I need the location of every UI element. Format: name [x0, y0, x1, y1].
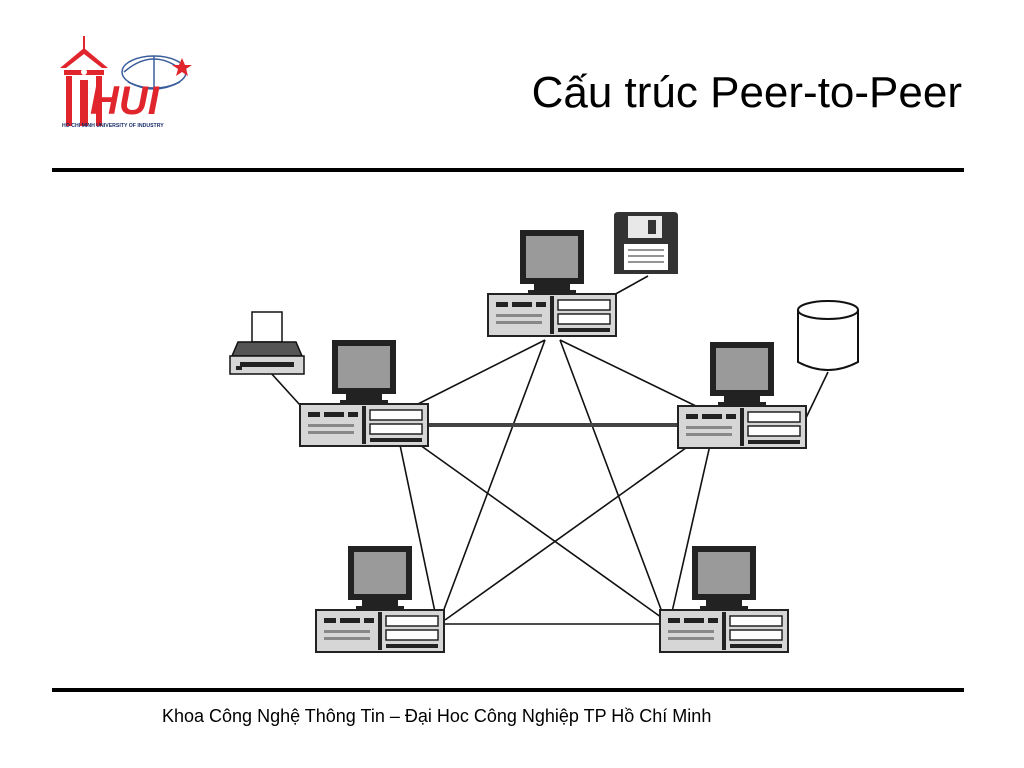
top-divider	[52, 168, 964, 172]
bottom-divider	[52, 688, 964, 692]
link-storage	[804, 371, 829, 421]
computer-bottom-right	[659, 545, 789, 653]
storage-cylinder-icon	[797, 300, 859, 371]
link-top-right	[559, 339, 701, 409]
floppy-disk-icon	[614, 212, 678, 274]
printer-icon	[229, 311, 305, 375]
link-left-bottom-right	[419, 444, 666, 621]
hui-logo: HUI HO CHI MINH UNIVERSITY OF INDUSTRY	[60, 36, 192, 129]
link-top-bottom-left	[439, 339, 546, 621]
link-top-bottom-right	[559, 339, 666, 621]
computer-left	[299, 339, 429, 447]
slide-footer: Khoa Công Nghệ Thông Tin – Đại Hoc Công …	[162, 706, 712, 726]
computer-top	[487, 229, 617, 337]
link-left-bottom-left	[399, 444, 436, 613]
link-top-left	[409, 339, 546, 409]
computer-right	[677, 341, 807, 449]
logo-tagline: HO CHI MINH UNIVERSITY OF INDUSTRY	[62, 123, 164, 129]
link-printer	[269, 371, 301, 406]
link-right-bottom-right	[671, 444, 711, 613]
link-floppy	[611, 275, 649, 297]
logo-wordmark: HUI	[90, 79, 160, 123]
link-right-bottom-left	[444, 444, 691, 621]
slide-title: Cấu trúc Peer-to-Peer	[531, 68, 962, 117]
